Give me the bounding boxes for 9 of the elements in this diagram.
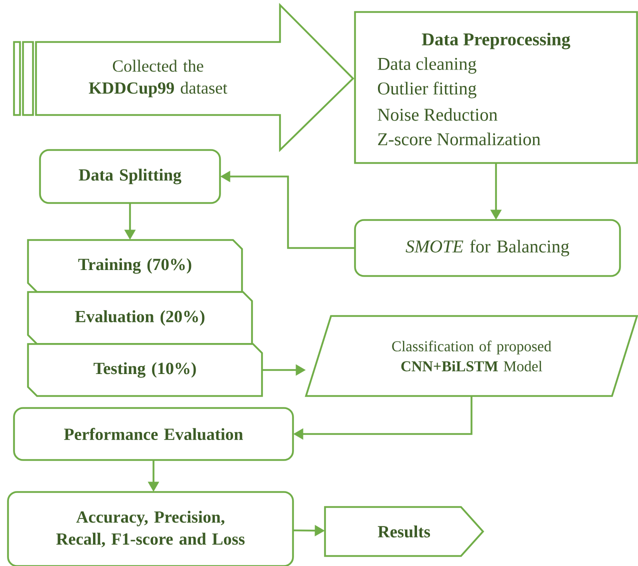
process-box: Data Preprocessing Data cleaning Outlier fitting Noise Reduction Z-score Normalization: [354, 11, 638, 164]
process-box: Data Splitting: [39, 149, 221, 204]
split-tab: Training (70%): [27, 239, 243, 293]
process-box: Performance Evaluation: [13, 407, 294, 461]
split-tab: Evaluation (20%): [27, 291, 253, 345]
process-box: SMOTE for Balancing: [354, 219, 621, 277]
pentagon-box: Results: [324, 506, 484, 557]
process-box: Accuracy, Precision, Recall, F1-score and Loss: [7, 491, 294, 566]
split-tab: Testing (10%): [27, 343, 263, 397]
